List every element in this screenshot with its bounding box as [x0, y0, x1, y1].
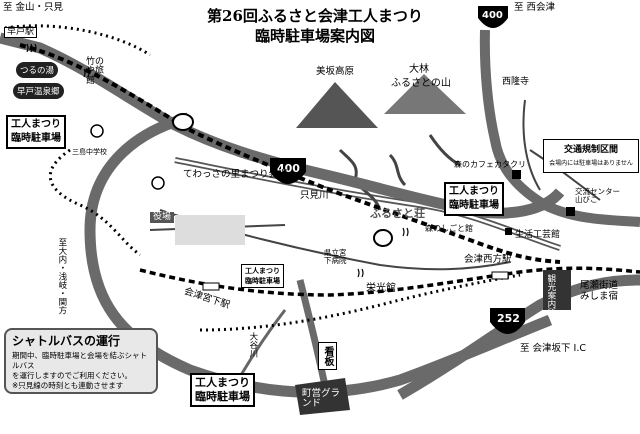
parking-lot-center-line2: 臨時駐車場 — [245, 277, 280, 285]
shuttle-title: シャトルバスの運行 — [12, 334, 121, 348]
parking-lot-west-line1: 工人まつり — [11, 119, 61, 130]
kanko-annai-label: 観光案内所 — [545, 274, 556, 317]
takeya-label: 竹のや旅館 — [86, 57, 105, 86]
traffic-note: 会場内には駐車場はありません — [549, 160, 633, 167]
traffic-regulation-box: 交通規制区間 会場内には駐車場はありません — [543, 139, 639, 173]
shuttle-line-2: を運行しますのでご利用ください。 — [12, 371, 132, 380]
tewassa-label: てわっさの里まつり会場 — [183, 169, 288, 180]
misaka-mountain — [296, 82, 378, 128]
route-252-label: 252 — [497, 312, 520, 325]
furusatosou-label: ふるさと荘 — [370, 207, 425, 220]
school-icon — [90, 124, 104, 138]
hayato-onsen-label: 早戸温泉郷 — [13, 83, 64, 99]
to-aizusakashita-label: 至 会津坂下 I.C — [520, 343, 586, 354]
shuttle-route-west — [4, 24, 151, 57]
koryu-center-label: 交流センター山びこ — [575, 187, 620, 204]
route-400-shield-top — [478, 6, 508, 28]
jokokan-label: 栄光館 — [366, 283, 396, 294]
yakuba-label: 役場 — [150, 212, 175, 224]
tourist-center-arrow — [543, 270, 571, 310]
road-secondary-3 — [522, 99, 541, 191]
parking-lot-west-line2: 臨時駐車場 — [11, 133, 61, 144]
tsurunoyu-label: つるの湯 — [16, 62, 59, 78]
route-400-north — [479, 29, 640, 227]
mishima-jhs-label: 三島中学校 — [72, 148, 107, 156]
title-line1: 第26回ふるさと会津工人まつり — [207, 7, 423, 25]
shuttle-route — [48, 148, 141, 257]
seiryoji-label: 西隆寺 — [502, 77, 530, 87]
parking-lot-center-line1: 工人まつり — [245, 267, 280, 275]
stream-3 — [428, 134, 461, 167]
title-line2: 臨時駐車場案内図 — [254, 27, 375, 45]
parking-lot-center: 工人まつり 臨時駐車場 — [241, 264, 284, 288]
seikatsu-kogeikan-label: 生活工芸館 — [515, 230, 561, 240]
route-252 — [397, 274, 640, 400]
aizunishikata-station-label: 会津西方駅 — [464, 254, 512, 265]
tunnel-1 — [172, 113, 194, 131]
misaka-kogen-label: 美坂高原 — [316, 66, 355, 77]
tunnel-2 — [373, 229, 393, 247]
traffic-title: 交通規制区間 — [563, 145, 618, 155]
stream-2 — [388, 153, 407, 187]
parking-lot-east-line1: 工人まつり — [449, 186, 499, 197]
oobayashi-mountain — [384, 74, 466, 114]
station-aizunishikata-icon — [491, 271, 509, 280]
to-nishiaizu-label: 至 西会津 — [514, 2, 556, 13]
parking-lot-east: 工人まつり 臨時駐車場 — [444, 182, 504, 216]
ootani-river-label: 大谷川 — [247, 332, 258, 358]
to-kaneyama-label: 至 金山・只見 — [3, 2, 64, 13]
oobayashi-label: 大林 — [409, 64, 429, 75]
shuttle-bus-info: シャトルバスの運行 期間中、臨時駐車場と会場を結ぶシャトルバス を運行しますので… — [4, 328, 158, 394]
route-400-loop — [84, 112, 553, 398]
route-400-mid-label: 400 — [277, 162, 300, 175]
school2-icon — [151, 176, 165, 190]
machiei-ground-label: 町営グランド — [302, 388, 341, 409]
koryu-marker-icon — [566, 207, 575, 216]
tadami-river-label: 只見川 — [300, 190, 329, 201]
station-aizumiyashita-icon — [202, 282, 220, 291]
parking-lot-south-line2: 臨時駐車場 — [195, 390, 250, 403]
shuttle-line-3: ※只見線の時刻とも連動させます — [12, 381, 124, 390]
route-400-shield-mid — [270, 158, 306, 184]
route-252-shield — [490, 308, 525, 334]
railway-tadami-line — [19, 43, 561, 264]
mishimajuku-label: みしま宿 — [580, 291, 619, 302]
seikatsu-marker-icon — [505, 228, 512, 235]
parking-lot-east-line2: 臨時駐車場 — [449, 200, 499, 211]
oze-kaido-label: 尾瀬街道 — [580, 280, 619, 291]
cafe-marker-icon — [512, 170, 521, 179]
mori-cafe-label: 森のカフェカタクリ — [454, 160, 526, 169]
tewassa-venue-area — [175, 215, 245, 245]
kanban-sign: 看板 — [318, 342, 337, 370]
route-400-top-label: 400 — [482, 10, 503, 21]
hayato-station-label: 早戸駅 — [4, 27, 38, 39]
parking-lot-south: 工人まつり 臨時駐車場 — [190, 373, 255, 407]
map-title: 第26回ふるさと会津工人まつり 臨時駐車場案内図 — [190, 6, 440, 46]
furusato-yama-label: ふるさとの山 — [391, 78, 451, 89]
shuttle-line-1: 期間中、臨時駐車場と会場を結ぶシャトルバス — [12, 351, 147, 370]
parking-lot-west: 工人まつり 臨時駐車場 — [6, 115, 66, 149]
railway-south — [139, 266, 640, 297]
parking-lot-south-line1: 工人まつり — [195, 376, 250, 389]
shuttle-route-south — [199, 273, 521, 332]
to-oouchi-label: 至大内・浅岐・関方 — [56, 238, 67, 315]
mori-shigotoya-label: 森のしごと館 — [425, 224, 473, 233]
machiei-ground-area — [295, 378, 350, 415]
kenritsu-hospital-label: 県立宮下病院 — [324, 248, 347, 265]
onsen-icon — [26, 43, 409, 278]
